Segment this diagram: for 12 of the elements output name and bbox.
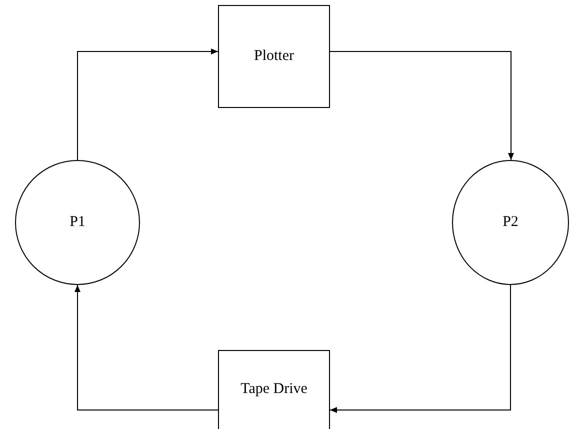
arrow (77, 48, 218, 160)
device-box (218, 5, 330, 108)
process-ellipse (452, 160, 569, 285)
node-label: P2 (502, 213, 518, 232)
node-label: P1 (70, 213, 86, 232)
device-box (218, 350, 330, 429)
node-label: Plotter (254, 47, 294, 66)
process-ellipse (15, 160, 140, 285)
arrow (330, 51, 514, 160)
node-label: Tape Drive (240, 380, 308, 399)
arrow (74, 284, 218, 410)
arrow (330, 284, 511, 413)
